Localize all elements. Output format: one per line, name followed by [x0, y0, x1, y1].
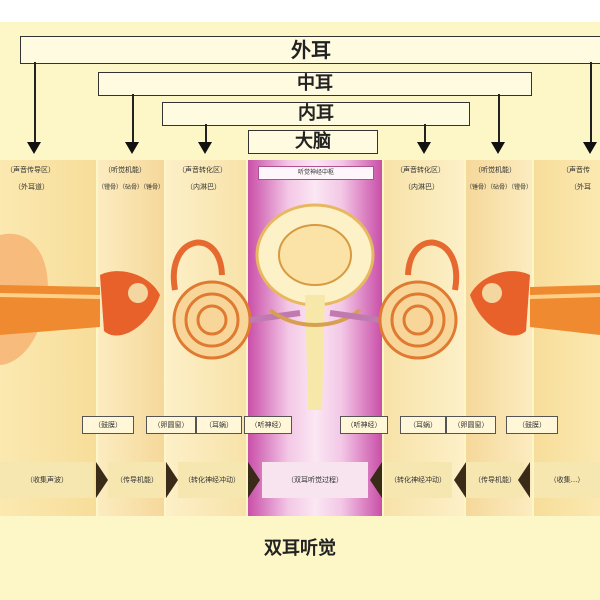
middle-ear-bracket: 中耳	[98, 72, 532, 96]
brain-label: 大脑	[295, 131, 331, 152]
step-arrow-icon	[96, 462, 108, 498]
right-sub3-label: （内淋巴）	[404, 183, 439, 191]
right-part-auditory-nerve: （听神经）	[340, 416, 388, 434]
step-arrow-icon	[454, 462, 466, 498]
left-ossicles	[100, 271, 160, 336]
left-sub1-label: （外耳道）	[14, 183, 49, 191]
left-section2-label: （听觉机能）	[104, 166, 146, 174]
top-margin	[0, 0, 600, 22]
connector-line	[590, 62, 592, 142]
right-ear-canal	[530, 285, 600, 335]
inner-ear-bracket: 内耳	[162, 102, 470, 126]
connector-line	[424, 124, 426, 142]
brain-panel-label: 听觉神经中枢	[297, 169, 334, 176]
step-transmit-right: （传导机能）	[466, 462, 524, 498]
inner-ear-label: 内耳	[298, 103, 334, 124]
down-arrow-icon	[417, 142, 431, 154]
down-arrow-icon	[583, 142, 597, 154]
right-auditory-nerve	[329, 310, 381, 323]
right-sub2-label: （锤骨）（砧骨）（镫骨）	[466, 184, 533, 191]
step-convert-right: （转化神经冲动）	[384, 462, 452, 498]
brain-inner	[278, 224, 352, 286]
down-arrow-icon	[198, 142, 212, 154]
right-ossicles	[470, 271, 530, 336]
right-ear-drawing	[329, 239, 600, 360]
brain-drawing	[255, 203, 375, 410]
diagram-caption: 双耳听觉	[264, 538, 336, 559]
left-part-auditory-nerve: （听神经）	[244, 416, 292, 434]
right-semicircular-canal	[405, 239, 460, 291]
outer-ear-label: 外耳	[291, 38, 331, 62]
brainstem	[305, 295, 325, 410]
step-arrow-icon	[370, 462, 382, 498]
left-section1-label: （声音传导区）	[6, 166, 55, 174]
right-outer-panel	[534, 160, 600, 516]
connector-line	[34, 62, 36, 142]
right-section3-label: （声音转化区）	[396, 166, 445, 174]
left-part-oval-window: （卵圆窗）	[146, 416, 196, 434]
right-bone	[482, 283, 502, 303]
step-transmit-left: （传导机能）	[108, 462, 166, 498]
brain-panel-header: 听觉神经中枢	[258, 166, 374, 180]
down-arrow-icon	[125, 142, 139, 154]
left-semicircular-canal	[170, 239, 225, 291]
middle-ear-label: 中耳	[297, 73, 333, 94]
down-arrow-icon	[491, 142, 505, 154]
right-section2-label: （听觉机能）	[474, 166, 516, 174]
left-section3-label: （声音转化区）	[178, 166, 227, 174]
right-part-cochlea: （耳蜗）	[400, 416, 446, 434]
left-middle-panel	[98, 160, 164, 516]
right-cochlea-core	[402, 304, 434, 336]
ear-illustration	[0, 203, 600, 410]
step-collect-right: （收集...）	[534, 462, 600, 498]
left-canal-highlight	[0, 293, 101, 299]
left-part-eardrum: （鼓膜）	[82, 416, 134, 434]
left-cochlea-core	[196, 304, 228, 336]
left-part-cochlea: （耳蜗）	[196, 416, 242, 434]
left-sub3-label: （内淋巴）	[186, 183, 221, 191]
right-middle-panel	[466, 160, 532, 516]
left-ear-canal	[0, 285, 100, 335]
down-arrow-icon	[27, 142, 41, 154]
left-sub2-label: （镫骨）（砧骨）（锤骨）	[98, 184, 165, 191]
step-arrow-icon	[518, 462, 530, 498]
left-bone	[128, 283, 148, 303]
left-auditory-nerve	[249, 310, 301, 323]
connector-line	[498, 94, 500, 142]
step-arrow-icon	[166, 462, 178, 498]
left-ear-drawing	[0, 233, 301, 365]
step-arrow-icon	[248, 462, 260, 498]
step-binaural-center: （双耳听觉过程）	[262, 462, 368, 498]
left-cochlea-spiral	[184, 292, 240, 348]
connector-line	[205, 124, 207, 142]
right-part-oval-window: （卵圆窗）	[446, 416, 496, 434]
right-cochlea-spiral	[390, 292, 446, 348]
step-collect-left: （收集声波）	[0, 462, 94, 498]
step-convert-left: （转化神经冲动）	[178, 462, 246, 498]
outer-ear-bracket: 外耳	[20, 36, 600, 64]
right-canal-highlight	[529, 293, 600, 299]
right-sub1-label: （外耳	[570, 183, 591, 191]
brain-bracket: 大脑	[248, 130, 378, 154]
right-section1-label: （声音传	[562, 166, 590, 174]
right-part-eardrum: （鼓膜）	[506, 416, 558, 434]
connector-line	[132, 94, 134, 142]
